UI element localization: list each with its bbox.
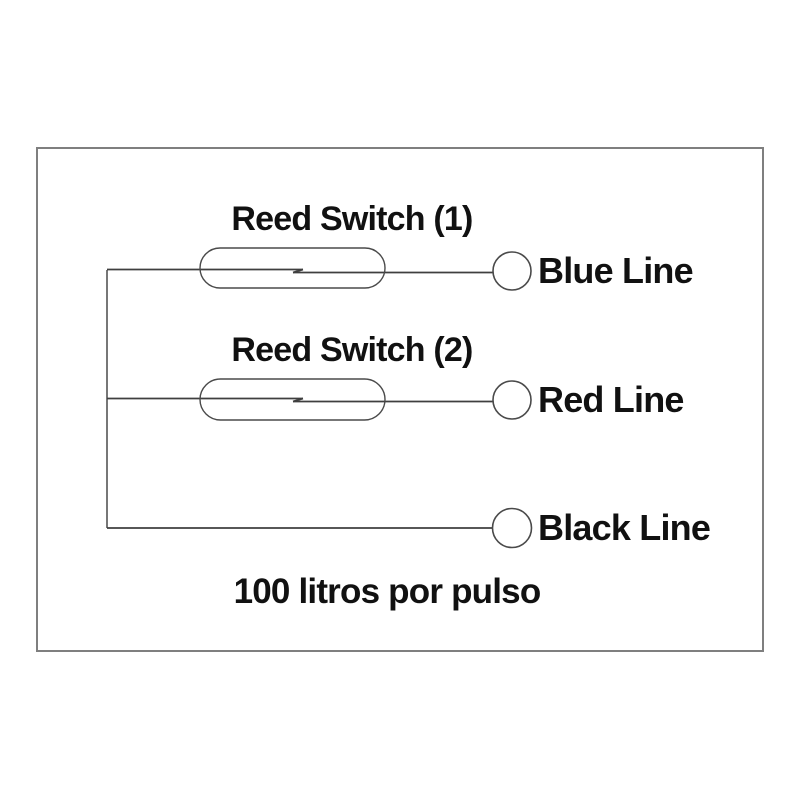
reed-switch-1-label: Reed Switch (1) [231,200,473,238]
terminal-label-red-line: Red Line [538,379,684,420]
terminal-circle-red [492,380,532,420]
caption-litros-por-pulso: 100 litros por pulso [233,572,542,611]
terminal-circle-black [491,507,533,549]
terminal-circle-blue [492,251,532,291]
terminal-label-black-line: Black Line [538,507,711,548]
terminal-label-blue-line: Blue Line [538,250,694,291]
reed-switch-1-body [199,247,386,289]
reed-switch-2-label: Reed Switch (2) [231,331,473,369]
diagram-border [36,147,764,652]
reed-switch-2-contacts [107,397,493,403]
reed-switch-1-contacts [107,268,493,274]
reed-switch-2-body [199,378,386,421]
